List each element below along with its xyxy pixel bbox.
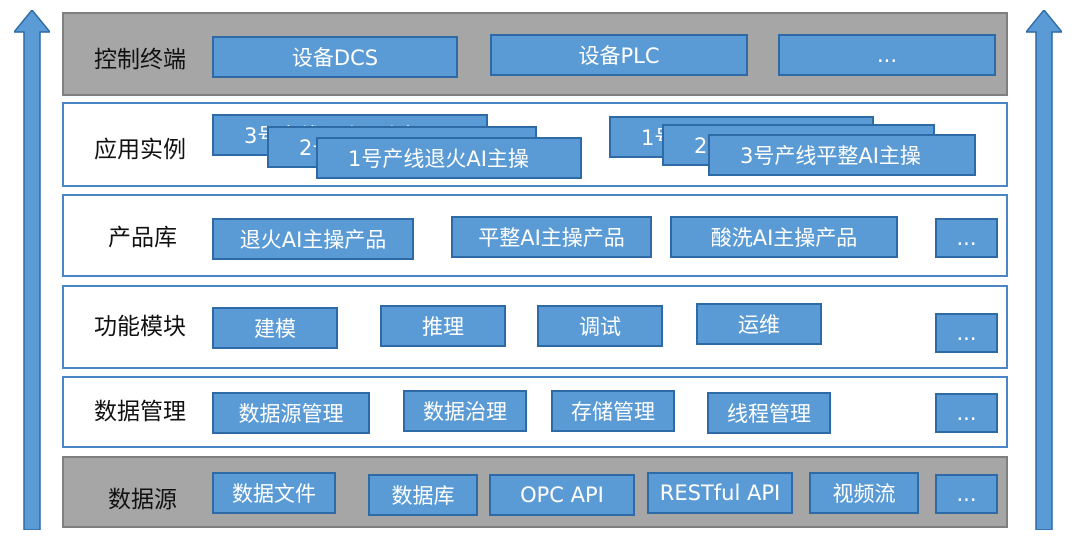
left-up-arrow-icon [14, 10, 50, 530]
layer-data-sources: 数据源 数据文件 数据库 OPC API RESTful API 视频流 ... [62, 456, 1008, 528]
app-instance-box: 1号产线退火AI主操 [316, 137, 582, 179]
source-box: 视频流 [809, 472, 919, 514]
layer-label: 数据管理 [94, 399, 186, 425]
source-box: RESTful API [647, 472, 793, 514]
more-box: ... [935, 313, 998, 353]
layer-label: 应用实例 [94, 137, 186, 163]
layer-label: 功能模块 [94, 314, 186, 340]
module-box: 建模 [212, 307, 338, 349]
data-mgmt-box: 存储管理 [551, 390, 675, 432]
module-box: 推理 [380, 305, 506, 347]
source-box: OPC API [489, 474, 635, 516]
module-box: 调试 [537, 305, 663, 347]
data-mgmt-box: 线程管理 [707, 392, 831, 434]
source-box: 数据文件 [212, 472, 336, 514]
product-box: 退火AI主操产品 [212, 218, 414, 260]
app-instance-box: 3号产线平整AI主操 [708, 134, 976, 176]
layer-function-modules: 功能模块 建模 推理 调试 运维 ... [62, 285, 1008, 369]
layer-control-terminal: 控制终端 设备DCS 设备PLC ... [62, 12, 1008, 96]
data-mgmt-box: 数据源管理 [212, 392, 370, 434]
more-box: ... [778, 34, 996, 76]
layer-label: 产品库 [108, 225, 177, 251]
layer-app-instances: 应用实例 3号产线退火AI主操 2号产线退火AI主操 1号产线退火AI主操 1号… [62, 102, 1008, 187]
more-box: ... [935, 393, 998, 433]
more-box: ... [935, 218, 998, 258]
product-box: 酸洗AI主操产品 [670, 216, 898, 258]
layer-label: 控制终端 [94, 47, 186, 73]
right-up-arrow-icon [1026, 10, 1062, 530]
device-dcs-box: 设备DCS [212, 36, 458, 78]
more-box: ... [935, 474, 998, 514]
source-box: 数据库 [368, 474, 478, 516]
product-box: 平整AI主操产品 [451, 216, 652, 258]
layer-product-library: 产品库 退火AI主操产品 平整AI主操产品 酸洗AI主操产品 ... [62, 194, 1008, 277]
layer-label: 数据源 [108, 487, 177, 513]
module-box: 运维 [696, 303, 822, 345]
device-plc-box: 设备PLC [490, 34, 748, 76]
data-mgmt-box: 数据治理 [403, 390, 527, 432]
layer-data-management: 数据管理 数据源管理 数据治理 存储管理 线程管理 ... [62, 376, 1008, 448]
